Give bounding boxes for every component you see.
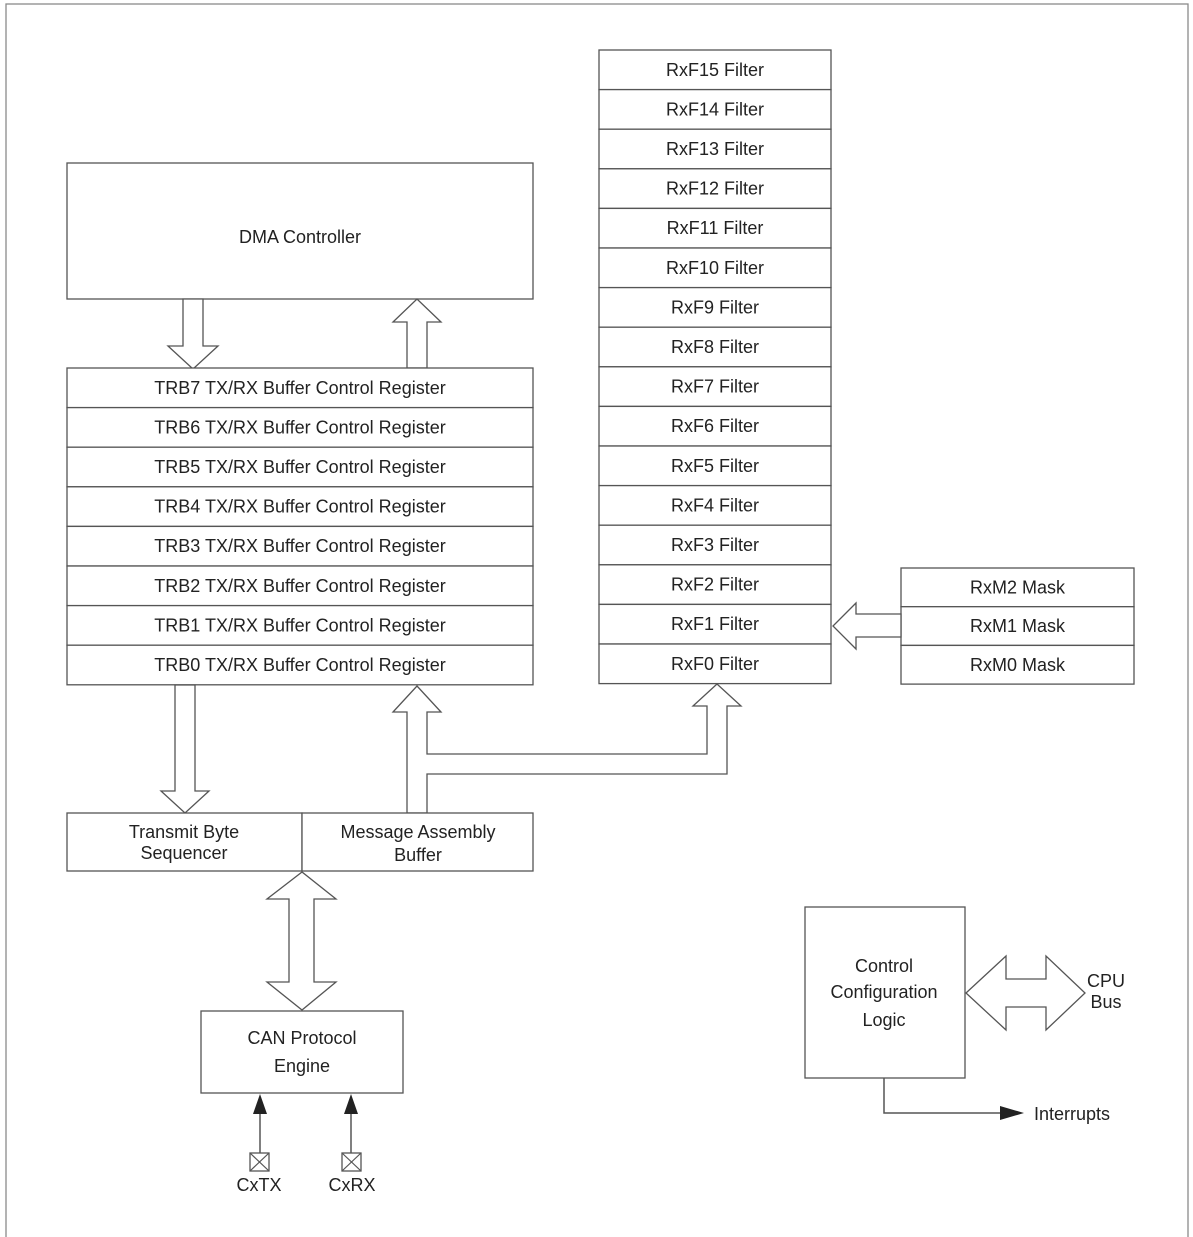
cxrx-arrowhead — [344, 1094, 358, 1114]
interrupts-output: Interrupts — [883, 1078, 1110, 1124]
filter-label: RxF5 Filter — [671, 456, 759, 476]
dma-to-trb-arrow — [166, 298, 220, 370]
trb-register-label: TRB3 TX/RX Buffer Control Register — [154, 536, 445, 556]
filter-label: RxF12 Filter — [666, 179, 764, 199]
filter-row — [598, 366, 832, 408]
mask-row — [900, 606, 1135, 647]
filter-row — [598, 524, 832, 566]
filter-label: RxF4 Filter — [671, 495, 759, 515]
buffer-to-trb-and-filter-arrow — [391, 683, 743, 814]
dma-controller-label: DMA Controller — [239, 227, 361, 247]
filter-row — [598, 207, 832, 249]
cxtx-pin: CxTX — [237, 1094, 282, 1195]
filter-label: RxF1 Filter — [671, 614, 759, 634]
trb-register-label: TRB2 TX/RX Buffer Control Register — [154, 576, 445, 596]
trb-register-label: TRB5 TX/RX Buffer Control Register — [154, 457, 445, 477]
interrupts-label: Interrupts — [1034, 1104, 1110, 1124]
filter-row — [598, 405, 832, 447]
sequencer-label-line1: Transmit Byte — [129, 822, 239, 842]
filter-label: RxF7 Filter — [671, 377, 759, 397]
trb-register-label: TRB0 TX/RX Buffer Control Register — [154, 655, 445, 675]
filter-label: RxF13 Filter — [666, 139, 764, 159]
diagram-frame — [5, 3, 1189, 1237]
trb-register-row — [66, 367, 534, 409]
sequencer-label-line2: Sequencer — [140, 843, 227, 863]
cpu-bus-label-line2: Bus — [1090, 992, 1121, 1012]
cpu-bus-label-line1: CPU — [1087, 971, 1125, 991]
cxrx-label: CxRX — [328, 1175, 375, 1195]
filter-label: RxF10 Filter — [666, 258, 764, 278]
mask-label: RxM0 Mask — [970, 655, 1066, 675]
trb-register-row — [66, 486, 534, 528]
mask-row — [900, 567, 1135, 608]
filter-row — [598, 88, 832, 130]
buffer-engine-bidirectional-arrow — [265, 871, 338, 1011]
filter-label: RxF0 Filter — [671, 654, 759, 674]
engine-label-line2: Engine — [274, 1056, 330, 1076]
transmit-byte-sequencer-block: Transmit Byte Sequencer — [66, 812, 303, 872]
buffer-label-line2: Buffer — [394, 845, 442, 865]
cxtx-arrowhead — [253, 1094, 267, 1114]
cpu-bus-bidirectional-arrow — [965, 954, 1086, 1032]
filter-label: RxF9 Filter — [671, 297, 759, 317]
message-assembly-buffer-block: Message Assembly Buffer — [301, 812, 534, 872]
filter-label: RxF6 Filter — [671, 416, 759, 436]
filter-label: RxF2 Filter — [671, 575, 759, 595]
filter-label: RxF3 Filter — [671, 535, 759, 555]
trb-register-row — [66, 525, 534, 567]
can-protocol-engine-block: CAN Protocol Engine — [200, 1010, 404, 1094]
interrupts-arrowhead — [1000, 1106, 1024, 1120]
filter-row — [598, 128, 832, 170]
trb-register-row — [66, 604, 534, 646]
control-configuration-logic-block: Control Configuration Logic — [804, 906, 966, 1079]
engine-label-line1: CAN Protocol — [247, 1028, 356, 1048]
cxtx-label: CxTX — [237, 1175, 282, 1195]
control-label-line3: Logic — [862, 1010, 905, 1030]
cxrx-pin: CxRX — [328, 1094, 376, 1195]
filter-row — [598, 603, 832, 645]
filter-label: RxF11 Filter — [667, 218, 764, 238]
filter-label: RxF8 Filter — [671, 337, 759, 357]
mask-label: RxM1 Mask — [970, 616, 1066, 636]
trb-to-dma-arrow — [391, 298, 443, 369]
filter-row — [598, 168, 832, 210]
trb-register-label: TRB7 TX/RX Buffer Control Register — [154, 378, 445, 398]
filter-row — [598, 247, 832, 289]
trb-register-row — [66, 565, 534, 607]
trb-register-label: TRB6 TX/RX Buffer Control Register — [154, 417, 445, 437]
trb-register-row — [66, 644, 534, 686]
trb-register-label: TRB4 TX/RX Buffer Control Register — [154, 497, 445, 517]
trb-register-label: TRB1 TX/RX Buffer Control Register — [154, 615, 445, 635]
filter-label: RxF14 Filter — [666, 99, 764, 119]
control-label-line2: Configuration — [830, 982, 937, 1002]
filter-row — [598, 49, 832, 91]
control-label-line1: Control — [855, 956, 913, 976]
dma-controller-block: DMA Controller — [66, 162, 534, 300]
filter-label: RxF15 Filter — [666, 60, 764, 80]
mask-label: RxM2 Mask — [970, 577, 1066, 597]
mask-row — [900, 644, 1135, 685]
filter-row — [598, 643, 832, 685]
buffer-label-line1: Message Assembly — [340, 822, 495, 842]
trb-register-row — [66, 446, 534, 488]
mask-to-filter-arrow — [832, 601, 902, 651]
trb-to-sequencer-arrow — [159, 684, 211, 814]
